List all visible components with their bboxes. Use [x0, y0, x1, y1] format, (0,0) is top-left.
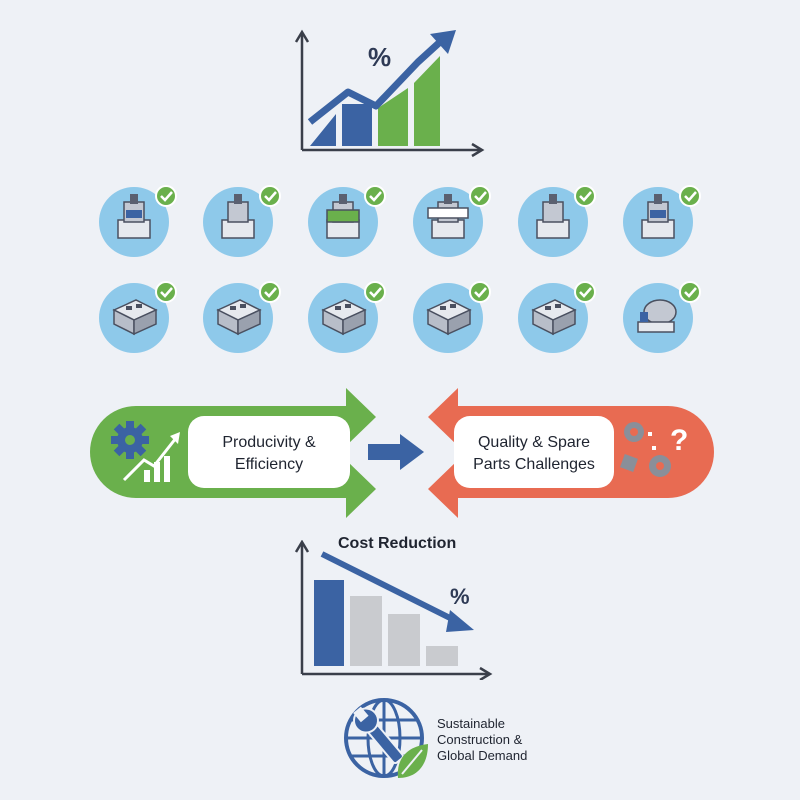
check-icon [259, 185, 281, 207]
quality-label: Quality & Spare Parts Challenges [454, 432, 614, 476]
gear-icon [111, 421, 149, 459]
hydraulic-press-icon [203, 185, 281, 257]
productivity-line2: Efficiency [234, 456, 304, 473]
check-icon [574, 185, 596, 207]
check-icon [364, 281, 386, 303]
check-icon [259, 281, 281, 303]
press-icon [99, 185, 177, 257]
sustainable-line2: Construction & [437, 732, 523, 747]
center-arrow-icon [368, 434, 424, 470]
quality-line1: Quality & Spare [477, 434, 591, 451]
check-icon [469, 281, 491, 303]
check-icon [574, 281, 596, 303]
cost-reduction-chart-icon [294, 540, 493, 680]
productivity-label: Producivity & Efficiency [188, 432, 350, 476]
block-stack-icon [518, 281, 596, 353]
broken-parts-icon [620, 422, 671, 477]
check-icon [155, 281, 177, 303]
globe-wrench-leaf-icon [344, 698, 428, 778]
check-icon [679, 281, 701, 303]
quality-line2: Parts Challenges [473, 456, 595, 473]
cost-reduction-title: Cost Reduction [338, 535, 457, 552]
check-icon [679, 185, 701, 207]
growth-percent-symbol: % [368, 42, 392, 72]
sustainable-line1: Sustainable [437, 716, 505, 731]
hollow-block-icon [308, 281, 386, 353]
brick-stack-icon [413, 281, 491, 353]
growth-chart-icon [294, 29, 485, 158]
productivity-band [90, 388, 376, 518]
block-mould-icon [99, 281, 177, 353]
cost-percent-symbol: % [450, 584, 470, 609]
mould-icon [518, 185, 596, 257]
productivity-line1: Producivity & [222, 434, 316, 451]
concrete-mixer-icon [623, 281, 701, 353]
sustainable-line3: Global Demand [437, 748, 528, 763]
question-icon: ? [670, 424, 688, 457]
check-icon [155, 185, 177, 207]
check-icon [469, 185, 491, 207]
compactor-icon [623, 185, 701, 257]
check-icon [364, 185, 386, 207]
quality-band: ? [428, 388, 714, 518]
mini-growth-icon [122, 432, 180, 482]
block-machine-icon [308, 185, 386, 257]
paver-mould-icon [203, 281, 281, 353]
brick-machine-icon [413, 185, 491, 257]
sustainable-label: Sustainable Construction & Global Demand [437, 716, 577, 764]
